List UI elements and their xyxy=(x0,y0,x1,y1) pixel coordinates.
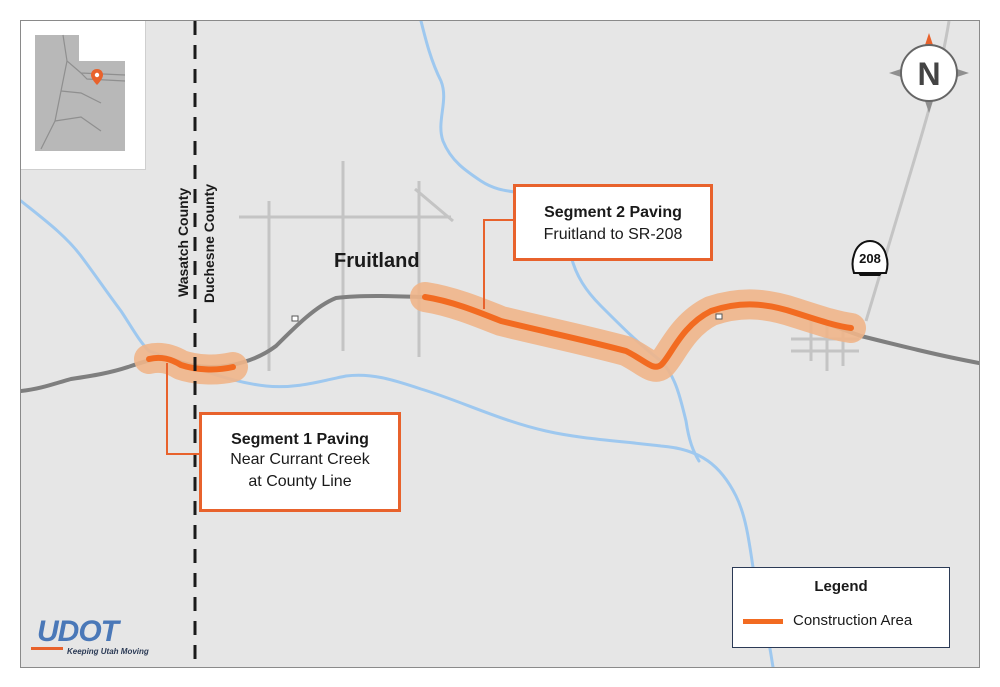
callout-description-line: at County Line xyxy=(248,473,352,490)
river-north xyxy=(419,21,523,195)
construction-line-segment-1 xyxy=(146,354,236,373)
county-label-duchesne: Duchesne County xyxy=(201,183,217,303)
base-map xyxy=(21,21,979,667)
locator-inset xyxy=(21,21,146,170)
town-label-fruitland: Fruitland xyxy=(334,250,420,272)
location-pin-icon xyxy=(91,69,103,85)
construction-area-swatch xyxy=(743,619,783,624)
north-arrow-icon: N xyxy=(887,31,971,115)
route-number: 208 xyxy=(859,251,881,266)
map-frame: Wasatch County Duchesne County Fruitland… xyxy=(20,20,980,668)
state-outline xyxy=(35,34,126,151)
callout-description: Fruitland to SR-208 xyxy=(543,226,683,243)
county-label-wasatch: Wasatch County xyxy=(175,187,191,297)
highway-marker-icon xyxy=(291,315,299,322)
callout-segment-2: Segment 2 Paving Fruitland to SR-208 xyxy=(513,184,713,261)
minor-road xyxy=(414,187,454,223)
logo-tagline: Keeping Utah Moving xyxy=(67,647,149,656)
north-label: N xyxy=(917,56,941,92)
legend-item-label: Construction Area xyxy=(793,612,913,629)
legend-title: Legend xyxy=(814,578,868,595)
route-shield-icon: 208 xyxy=(850,239,890,277)
callout-leader-segment-1 xyxy=(166,363,201,455)
logo-wordmark: UDOT xyxy=(37,615,119,648)
callout-leader-segment-2 xyxy=(483,219,515,309)
callout-title: Segment 2 Paving xyxy=(544,204,682,221)
legend-box: Legend Construction Area xyxy=(732,567,950,648)
callout-segment-1: Segment 1 Paving Near Currant Creek at C… xyxy=(199,412,401,512)
river-currant-creek xyxy=(147,349,775,667)
callout-title: Segment 1 Paving xyxy=(231,431,369,448)
highway-marker-icon xyxy=(715,313,723,320)
river-upper-left xyxy=(21,199,151,353)
construction-line-segment-2 xyxy=(422,294,854,370)
udot-logo: UDOT Keeping Utah Moving xyxy=(31,615,171,661)
callout-description-line: Near Currant Creek xyxy=(230,451,370,468)
